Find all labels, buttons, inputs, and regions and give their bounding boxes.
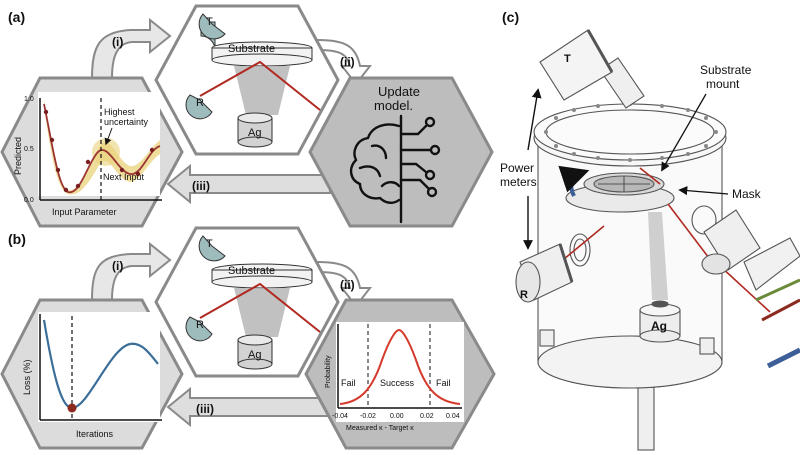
mask-label: Mask: [732, 187, 762, 201]
chart-b-curve: [42, 319, 159, 410]
chart-gauss-fail-left: Fail: [341, 378, 356, 388]
step-label-i-a: (i): [112, 35, 123, 49]
connector-a-i: [90, 17, 172, 79]
chart-a-annotation-arrow: [104, 127, 113, 146]
substrate-mount-line-1: Substrate: [700, 63, 752, 77]
connector-a-ii: [299, 39, 373, 86]
chart-a-points: [43, 109, 155, 193]
chart-gauss-xtick-0: -0.04: [332, 413, 348, 420]
chamber-drawing: [533, 103, 727, 451]
chart-gauss-curve: [339, 328, 461, 405]
sensor-r-a: [185, 94, 213, 120]
vapor-cone-a: [234, 66, 290, 115]
step-label-iii-a: (iii): [192, 179, 210, 193]
chart-gauss-xtick-2: 0.00: [390, 413, 404, 420]
update-line-1: Update: [378, 84, 420, 99]
chart-a-ytick-0: 0.0: [24, 197, 34, 204]
connector-b-iii: [166, 386, 331, 428]
setup-a-ag-label: Ag: [248, 127, 261, 139]
chamber-laser-paths: [557, 167, 771, 313]
laser-path-b: [199, 282, 321, 333]
connector-b-ii: [299, 261, 373, 308]
chamber-sensor-r: [515, 243, 574, 303]
chart-a-annotation-2: uncertainty: [104, 117, 149, 127]
chart-gauss-xtick-4: 0.04: [446, 413, 460, 420]
substrate-mount-line-2: mount: [706, 77, 740, 91]
vapor-cone-b: [234, 288, 290, 337]
brain-circuit-icon: [349, 114, 441, 224]
sensor-r-b: [185, 316, 213, 342]
chart-a-ytick-2: 1.0: [24, 96, 34, 103]
setup-b-ag-label: Ag: [248, 349, 261, 361]
setup-b-t-label: T: [206, 238, 213, 250]
chart-gauss-background: [336, 322, 464, 422]
chart-a-ytick-1: 0.5: [24, 146, 34, 153]
mask-arrow: [678, 186, 729, 196]
chart-gauss-xlabel: Measured κ - Target κ: [346, 425, 414, 432]
power-meters-line-2: meters: [500, 175, 537, 189]
power-meters-line-1: Power: [500, 161, 534, 175]
chamber-right-instrument: [701, 209, 800, 369]
chart-b-ylabel: Loss (%): [22, 359, 32, 395]
setup-b-r-label: R: [196, 319, 204, 331]
step-label-iii-b: (iii): [196, 402, 214, 416]
chamber-flange-bolts: [544, 102, 718, 162]
panel-label-c: (c): [502, 9, 519, 25]
setup-b-drawing: [185, 235, 321, 370]
chart-gauss-success: Success: [380, 378, 415, 388]
chart-a-ylabel: Predicted: [13, 137, 23, 175]
sensor-t-b: [198, 235, 226, 262]
chart-b-background: [38, 312, 160, 422]
chart-gauss-axes: [337, 324, 462, 409]
chart-b-axes: [39, 314, 162, 421]
update-line-2: model.: [374, 98, 413, 113]
chamber-ag-label: Ag: [651, 319, 667, 333]
setup-a-r-label: R: [196, 97, 204, 109]
laser-path-a: [199, 60, 321, 111]
setup-a-substrate-label: Substrate: [228, 43, 275, 55]
source-ag-a: [237, 112, 273, 124]
connector-a-iii: [166, 163, 331, 205]
setup-a-t-label: T: [206, 16, 213, 28]
source-ag-b: [237, 334, 273, 346]
step-label-i-b: (i): [112, 259, 123, 273]
power-meter-arrow-top: [527, 88, 542, 151]
chamber-sensor-t: [539, 29, 645, 109]
connector-b-i: [90, 241, 172, 301]
hex-gaussian-chart: [304, 298, 496, 450]
chart-a-annotation-1: Highest: [104, 107, 135, 117]
setup-a-drawing: [185, 13, 321, 148]
chart-a-xlabel: Input Parameter: [52, 207, 117, 217]
chamber-r-label: R: [520, 289, 528, 301]
substrate-mount-arrow: [661, 93, 707, 172]
chart-a-next-input: Next Input: [103, 172, 145, 182]
rotation-arrow-icon: [558, 165, 590, 197]
step-label-ii-b: (ii): [340, 278, 355, 292]
chamber-t-label: T: [564, 53, 571, 65]
chart-b-xlabel: Iterations: [76, 429, 114, 439]
step-label-ii-a: (ii): [340, 55, 355, 69]
panel-label-b: (b): [8, 231, 26, 247]
chart-gauss-xtick-1: -0.02: [360, 413, 376, 420]
sensor-t-a: [198, 13, 226, 40]
chart-gauss-xtick-3: 0.02: [420, 413, 434, 420]
chart-gauss-ylabel: Probability: [325, 355, 332, 388]
chart-gauss-fail-right: Fail: [436, 378, 451, 388]
setup-b-substrate-label: Substrate: [228, 265, 275, 277]
chart-b-minimum-point: [67, 403, 77, 413]
panel-label-a: (a): [8, 9, 25, 25]
